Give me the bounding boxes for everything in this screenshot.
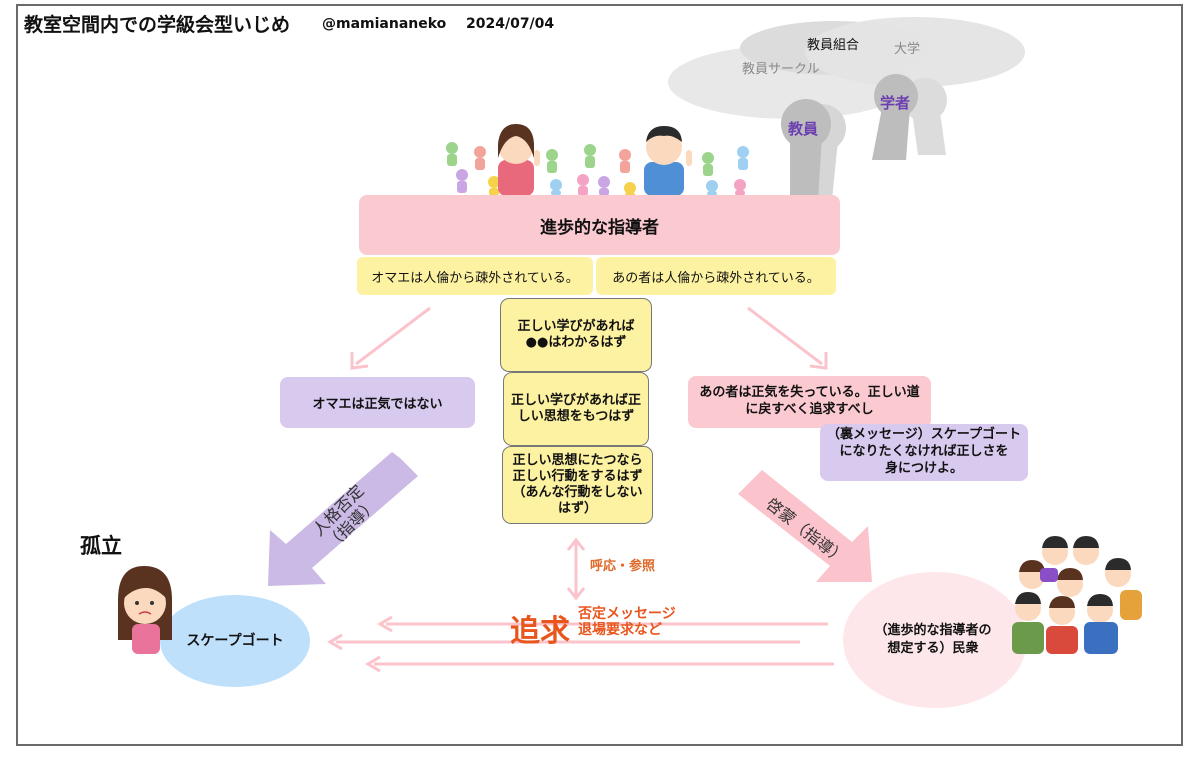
cloud-union-label: 教員組合 [807, 38, 860, 53]
people-label: （進歩的な指導者の 想定する）民衆 [874, 623, 992, 656]
pillar-scholar [872, 74, 918, 160]
people-ellipse [843, 572, 1027, 708]
reasoning-step-3: 正しい思想にたつなら 正しい行動をするはず （あんな行動をしない はず） [502, 446, 653, 524]
arrow-leader-right [747, 306, 828, 370]
publish-date: 2024/07/04 [466, 16, 555, 32]
reasoning-step-1: 正しい学びがあれば ●●はわかるはず [500, 298, 652, 372]
leader-statement-right: あの者は人倫から疎外されている。 [596, 257, 836, 295]
scapegoat-girl-illustration [118, 566, 172, 654]
diagram-frame [16, 4, 1183, 746]
leader-statement-left: オマエは人倫から疎外されている。 [357, 257, 593, 295]
hidden-message-box: （裏メッセージ）スケープゴート になりたくなければ正しさを 身につけよ。 [820, 424, 1028, 481]
response-label: 呼応・参照 [590, 559, 656, 574]
cloud-university-label: 大学 [894, 42, 921, 57]
pursuit-label: 追求 [510, 614, 570, 649]
pillar-teacher-label: 教員 [788, 120, 819, 138]
leader-boy-illustration [644, 126, 692, 196]
diagram-title: 教室空間内での学級会型いじめ [24, 14, 291, 36]
cloud-circle-label: 教員サークル [742, 62, 820, 77]
leader-box: 進歩的な指導者 [359, 195, 840, 255]
pursuit-sub-label: 否定メッセージ 退場要求など [578, 606, 676, 638]
arrow-personality-denial [268, 452, 418, 586]
left-message-box: オマエは正気ではない [280, 377, 475, 428]
pillar-teacher [781, 99, 831, 200]
right-message-box: あの者は正気を失っている。正しい道 に戻すべく追求すべし [688, 376, 931, 428]
people-crowd-illustration [1012, 536, 1142, 654]
pursuit-sub-2: 退場要求など [578, 622, 662, 639]
reasoning-step-2: 正しい学びがあれば正 しい思想をもつはず [503, 372, 649, 446]
pursuit-sub-1: 否定メッセージ [578, 606, 676, 622]
scapegoat-ellipse [160, 595, 310, 687]
arrow-enlightenment [738, 470, 872, 582]
pillar-scholar-label: 学者 [880, 94, 911, 112]
isolation-label: 孤立 [80, 534, 122, 558]
cloud-university [805, 17, 1025, 87]
pursuit-arrows [327, 615, 834, 673]
arrow-leader-left [350, 306, 431, 370]
scapegoat-label: スケープゴート [186, 633, 284, 649]
response-double-arrow [566, 537, 586, 601]
crowd-figures [446, 142, 749, 196]
leader-girl-illustration [498, 124, 540, 196]
author-handle: @mamiananeko [322, 16, 447, 32]
